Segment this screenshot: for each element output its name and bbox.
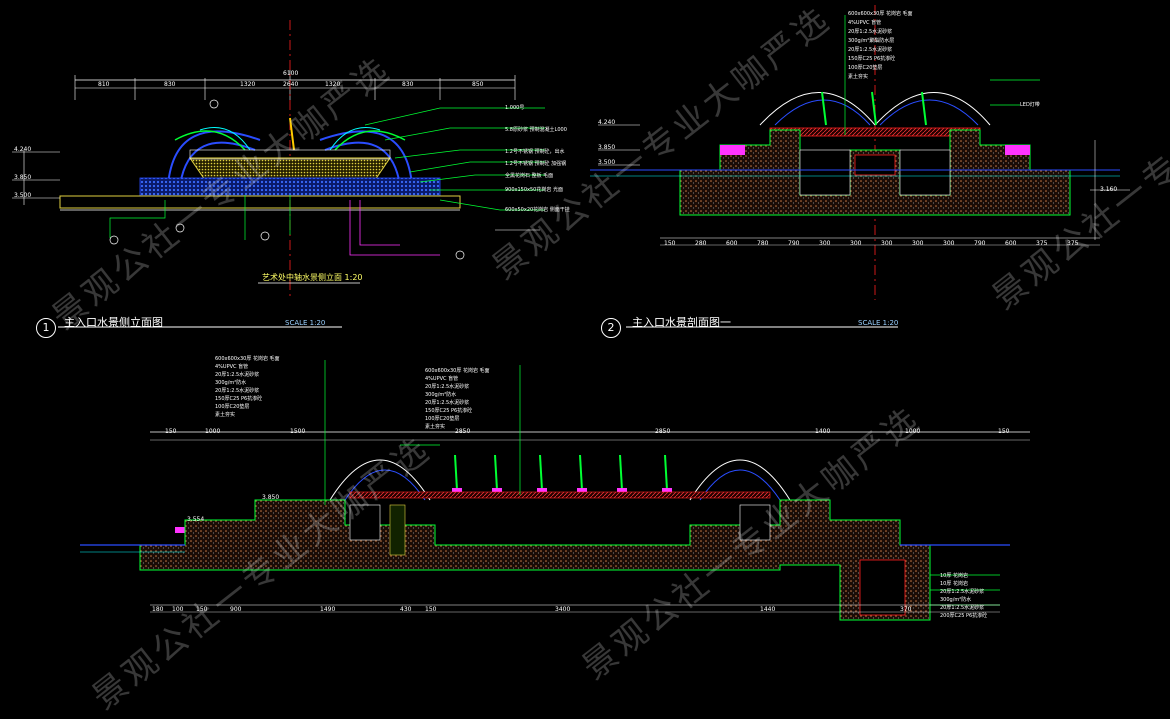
note-label: 20厚1:2.5水泥砂浆 bbox=[848, 47, 893, 53]
dim-label: 2850 bbox=[455, 428, 471, 435]
note-label: 10厚 花岗岩 bbox=[940, 581, 968, 587]
dim-label: 300 bbox=[881, 240, 893, 247]
note-label: 素土夯实 bbox=[215, 412, 236, 418]
dim-label: 600 bbox=[726, 240, 738, 247]
fig2-title: 主入口水景剖面图一 bbox=[632, 316, 731, 329]
dim-label: 375 bbox=[1036, 240, 1048, 247]
dim-label: 780 bbox=[757, 240, 769, 247]
dim-label: 790 bbox=[788, 240, 800, 247]
dim-label: 830 bbox=[164, 81, 176, 88]
elevation-label: 4.240 bbox=[598, 119, 616, 126]
fig1-title: 主入口水景侧立面图 bbox=[64, 316, 163, 329]
note-label: 150厚C25 P6抗渗砼 bbox=[848, 56, 896, 62]
note-label: 10厚 花岗岩 bbox=[940, 573, 968, 579]
dim-label: 810 bbox=[98, 81, 110, 88]
note-label: 素土夯实 bbox=[848, 74, 869, 80]
dim-label: 370 bbox=[900, 606, 912, 613]
dim-label: 280 bbox=[695, 240, 707, 247]
note-label: 1.2号不锈钢 预制砼，出水 bbox=[505, 149, 565, 155]
note-label: 300g/m²聚酯防水层 bbox=[848, 38, 895, 44]
dim-label: 1320 bbox=[325, 81, 341, 88]
dim-label: 300 bbox=[912, 240, 924, 247]
note-label: 300g/m²防水 bbox=[425, 392, 457, 398]
section-drawing-bottom bbox=[80, 360, 1030, 621]
dim-label: 600 bbox=[1005, 240, 1017, 247]
dim-label: 1500 bbox=[290, 428, 306, 435]
dim-label: 300 bbox=[850, 240, 862, 247]
elevation-label: 3.850 bbox=[598, 144, 616, 151]
dim-label: 300 bbox=[819, 240, 831, 247]
note-label: 20厚1:2.5水泥砂浆 bbox=[848, 29, 893, 35]
dim-label: 150 bbox=[998, 428, 1010, 435]
dim-label: 375 bbox=[1067, 240, 1079, 247]
note-label: LED灯带 bbox=[1020, 102, 1040, 108]
dim-label: 830 bbox=[402, 81, 414, 88]
note-label: 600x50x20花岗岩 侧面干挂 bbox=[505, 207, 570, 213]
elevation-label: 3.500 bbox=[14, 192, 32, 199]
note-label: 150厚C25 P6抗渗砼 bbox=[215, 396, 263, 402]
fig2-number: 2 bbox=[601, 318, 621, 338]
note-label: 20厚1:2.5水泥砂浆 bbox=[215, 388, 260, 394]
dim-label: 150 bbox=[664, 240, 676, 247]
note-label: 5.8原砂浆 预制混凝土L000 bbox=[505, 127, 567, 133]
note-label: 200厚C25 P6抗渗砼 bbox=[940, 613, 988, 619]
dim-label: 150 bbox=[165, 428, 177, 435]
fig1-number: 1 bbox=[36, 318, 56, 338]
note-label: 600x600x30厚 花岗岩 毛面 bbox=[425, 368, 490, 374]
dim-label: 1440 bbox=[760, 606, 776, 613]
note-label: 素土夯实 bbox=[425, 424, 446, 430]
cad-drawing-canvas bbox=[12, 5, 1130, 621]
note-label: 1.2号不锈钢 预制砼 加强钢 bbox=[505, 161, 567, 167]
dim-label: 300 bbox=[943, 240, 955, 247]
elevation-label: 3.160 bbox=[1100, 186, 1118, 193]
note-label: 900x150x50花岗岩 光面 bbox=[505, 187, 563, 193]
note-label: 全黑花岗石 整板 毛面 bbox=[505, 173, 554, 179]
dim-label: 1490 bbox=[320, 606, 336, 613]
elevation-drawing bbox=[12, 20, 545, 300]
dim-label: 900 bbox=[230, 606, 242, 613]
note-label: 20厚1:2.5水泥砂浆 bbox=[425, 384, 470, 390]
note-label: 150厚C25 P6抗渗砼 bbox=[425, 408, 473, 414]
fig2-scale: SCALE 1:20 bbox=[858, 319, 899, 327]
note-label: 1.000号 bbox=[505, 105, 525, 111]
note-label: 600x600x30厚 花岗岩 毛面 bbox=[215, 356, 280, 362]
dim-label: 1000 bbox=[905, 428, 921, 435]
dim-label: 790 bbox=[974, 240, 986, 247]
section-drawing-top bbox=[590, 5, 1130, 300]
note-label: 600x600x30厚 花岗岩 毛面 bbox=[848, 11, 913, 17]
note-label: 4%UPVC 盲管 bbox=[215, 364, 249, 370]
dim-label: 100 bbox=[172, 606, 184, 613]
fig1-scale: SCALE 1:20 bbox=[285, 319, 326, 327]
dim-label: 2850 bbox=[655, 428, 671, 435]
note-label: 100厚C20垫层 bbox=[848, 65, 883, 71]
note-label: 20厚1:2.5水泥砂浆 bbox=[940, 605, 985, 611]
elevation-label: 3.500 bbox=[598, 159, 616, 166]
note-label: 100厚C20垫层 bbox=[425, 416, 460, 422]
note-label: 100厚C20垫层 bbox=[215, 404, 250, 410]
note-label: 20厚1:2.5水泥砂浆 bbox=[425, 400, 470, 406]
sub1-title: 艺术处中轴水景侧立面 1:20 bbox=[262, 273, 363, 282]
dim-label: 1400 bbox=[815, 428, 831, 435]
note-label: 4%UPVC 盲管 bbox=[848, 20, 882, 26]
note-label: 20厚1:2.5水泥砂浆 bbox=[940, 589, 985, 595]
dim-label: 850 bbox=[472, 81, 484, 88]
elevation-label: 3.850 bbox=[262, 494, 280, 501]
elevation-label: 4.240 bbox=[14, 146, 32, 153]
note-label: 4%UPVC 盲管 bbox=[425, 376, 459, 382]
dim-label: 1320 bbox=[240, 81, 256, 88]
dim-label: 3400 bbox=[555, 606, 571, 613]
dim-label: 1000 bbox=[205, 428, 221, 435]
dim-label: 6100 bbox=[283, 70, 299, 77]
dim-label: 150 bbox=[425, 606, 437, 613]
note-label: 300g/m²防水 bbox=[940, 597, 972, 603]
note-label: 20厚1:2.5水泥砂浆 bbox=[215, 372, 260, 378]
dim-label: 180 bbox=[152, 606, 164, 613]
elevation-label: 3.554 bbox=[187, 516, 205, 523]
dim-label: 430 bbox=[400, 606, 412, 613]
elevation-label: 3.850 bbox=[14, 174, 32, 181]
note-label: 300g/m²防水 bbox=[215, 380, 247, 386]
dim-label: 150 bbox=[196, 606, 208, 613]
dim-label: 2640 bbox=[283, 81, 299, 88]
